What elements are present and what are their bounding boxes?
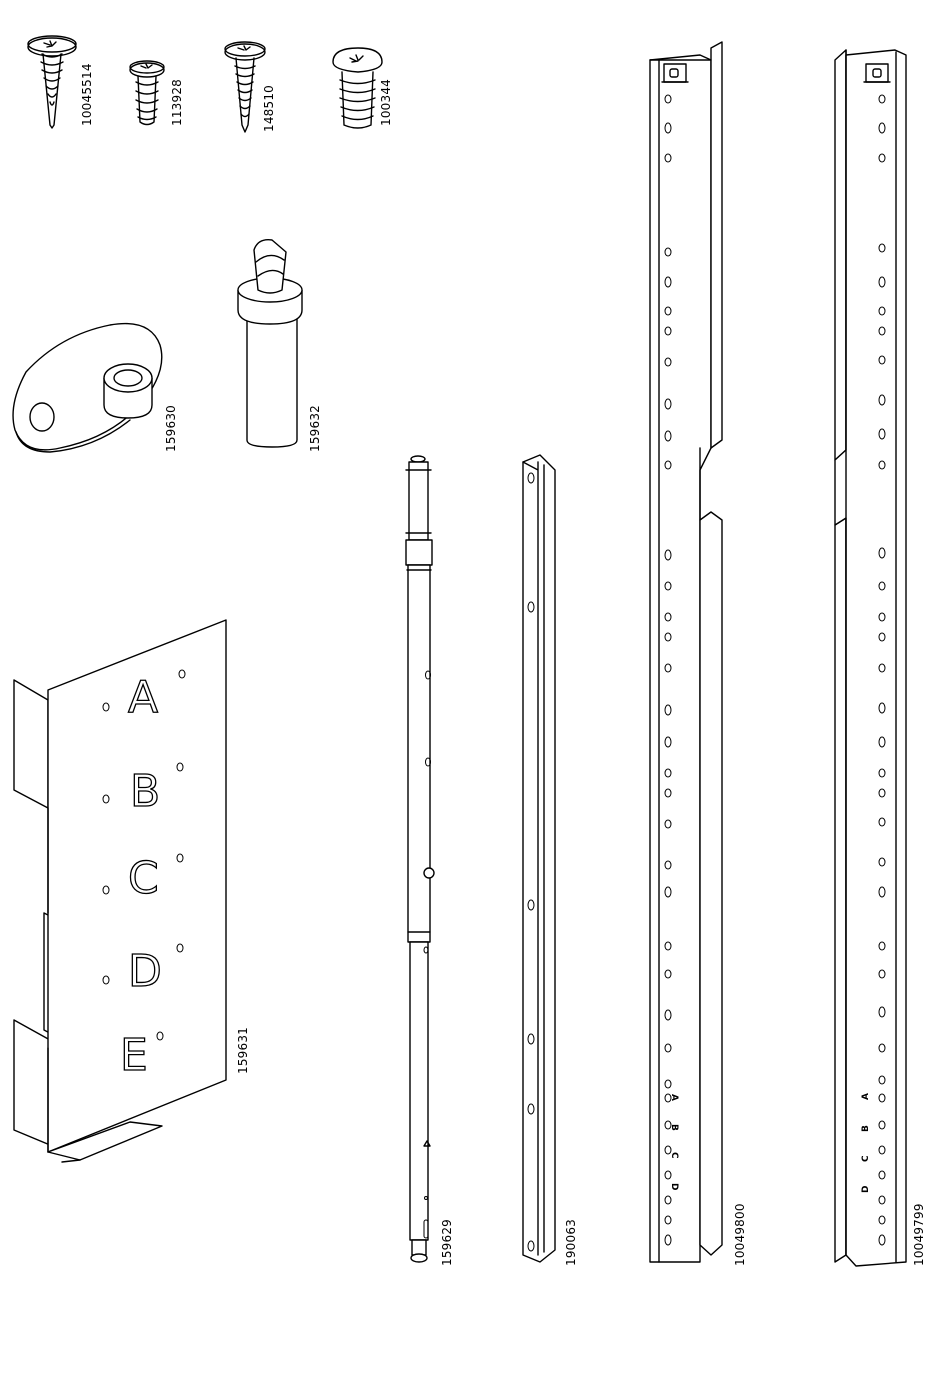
rail-right-letter-d: D bbox=[861, 1186, 871, 1193]
flange-bracket bbox=[13, 324, 162, 452]
template-letter-b: B bbox=[130, 766, 160, 817]
part-number-159629: 159629 bbox=[440, 1219, 454, 1266]
long-rail-left: A B C D bbox=[650, 42, 722, 1262]
part-number-159630: 159630 bbox=[164, 405, 178, 452]
screw-10045514 bbox=[28, 36, 76, 128]
part-number-148510: 148510 bbox=[262, 85, 276, 132]
part-number-100344: 100344 bbox=[379, 79, 393, 126]
part-number-159632: 159632 bbox=[308, 405, 322, 452]
rail-right-letter-b: B bbox=[861, 1125, 871, 1132]
rail-left-letter-d: D bbox=[669, 1183, 679, 1190]
screw-148510 bbox=[225, 42, 265, 132]
template-letter-e: E bbox=[120, 1030, 148, 1081]
template-letter-c: C bbox=[128, 853, 159, 904]
part-number-190063: 190063 bbox=[564, 1219, 578, 1266]
rail-left-letter-b: B bbox=[669, 1124, 679, 1131]
part-number-10045514: 10045514 bbox=[80, 63, 94, 126]
long-rail-right: A B C D bbox=[835, 50, 906, 1266]
rail-left-letter-a: A bbox=[669, 1094, 679, 1101]
rail-left-letter-c: C bbox=[669, 1152, 679, 1159]
part-number-159631: 159631 bbox=[236, 1027, 250, 1074]
drill-sleeve bbox=[238, 240, 302, 447]
screw-113928 bbox=[130, 61, 164, 125]
narrow-rail bbox=[523, 455, 555, 1262]
part-number-10049799: 10049799 bbox=[912, 1203, 926, 1266]
part-number-113928: 113928 bbox=[170, 79, 184, 126]
rail-right-letter-a: A bbox=[861, 1093, 871, 1100]
template-letter-d: D bbox=[128, 946, 162, 997]
screw-100344 bbox=[333, 48, 382, 128]
telescopic-rod bbox=[406, 456, 434, 1262]
letter-template: A B C D E bbox=[14, 620, 226, 1162]
rail-right-letter-c: C bbox=[861, 1155, 871, 1162]
part-number-10049800: 10049800 bbox=[733, 1203, 747, 1266]
template-letter-a: A bbox=[128, 672, 158, 723]
